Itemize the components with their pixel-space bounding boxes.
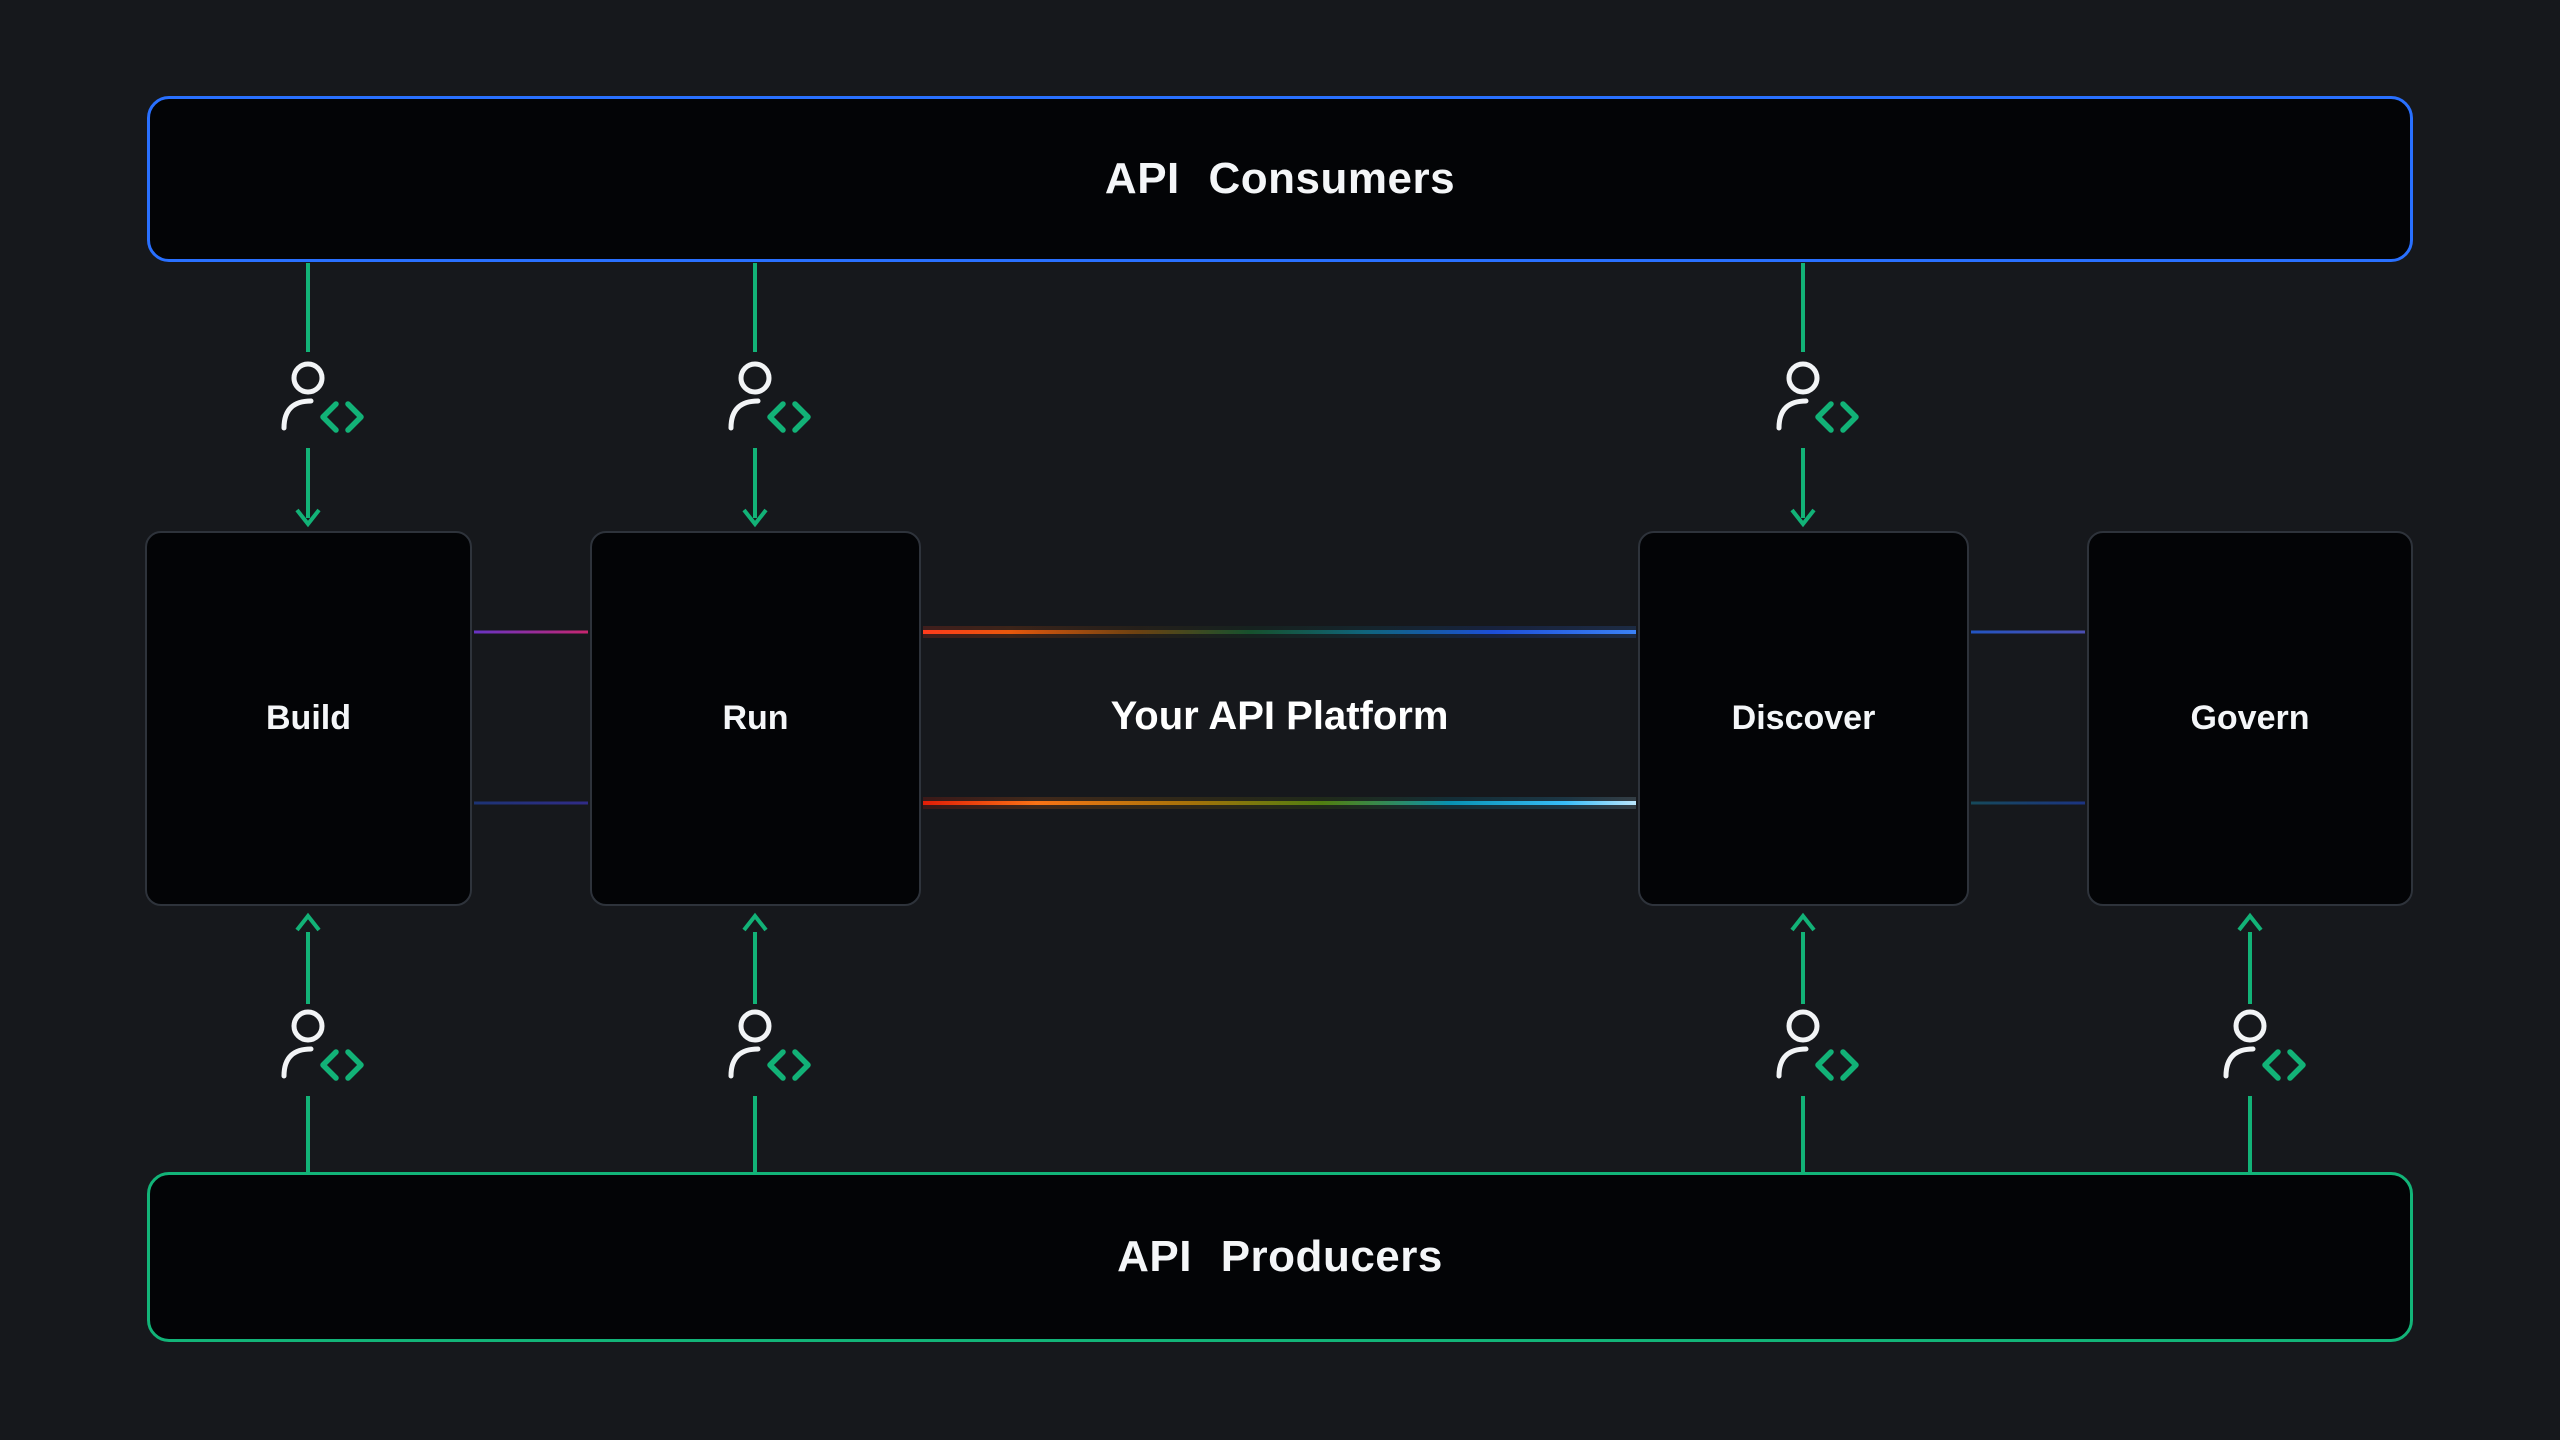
producers-to-discover-arrow [1790,912,1816,1172]
developer-icon [284,364,361,430]
govern-label: Govern [2190,699,2310,737]
platform-label: Your API Platform [1110,694,1449,738]
producers-to-run-arrow [742,912,768,1172]
developer-icon [731,364,808,430]
api-producers-box: API Producers [147,1172,2413,1342]
producers-to-build-arrow [295,912,321,1172]
api-producers-label: API Producers [1117,1232,1443,1281]
api-consumers-box: API Consumers [147,96,2413,262]
developer-icon [1779,364,1856,430]
developer-icon [1779,1012,1856,1078]
consumers-to-build-arrow [295,263,321,528]
discover-box: Discover [1638,531,1969,906]
run-box: Run [590,531,921,906]
api-consumers-label: API Consumers [1104,154,1456,203]
producers-to-govern-arrow [2237,912,2263,1172]
build-box: Build [145,531,472,906]
govern-box: Govern [2087,531,2413,906]
consumers-to-discover-arrow [1790,263,1816,528]
developer-icon [2226,1012,2303,1078]
discover-label: Discover [1731,699,1876,737]
consumers-to-run-arrow [742,263,768,528]
build-label: Build [266,699,351,737]
run-label: Run [722,699,789,737]
developer-icon [284,1012,361,1078]
developer-icon [731,1012,808,1078]
